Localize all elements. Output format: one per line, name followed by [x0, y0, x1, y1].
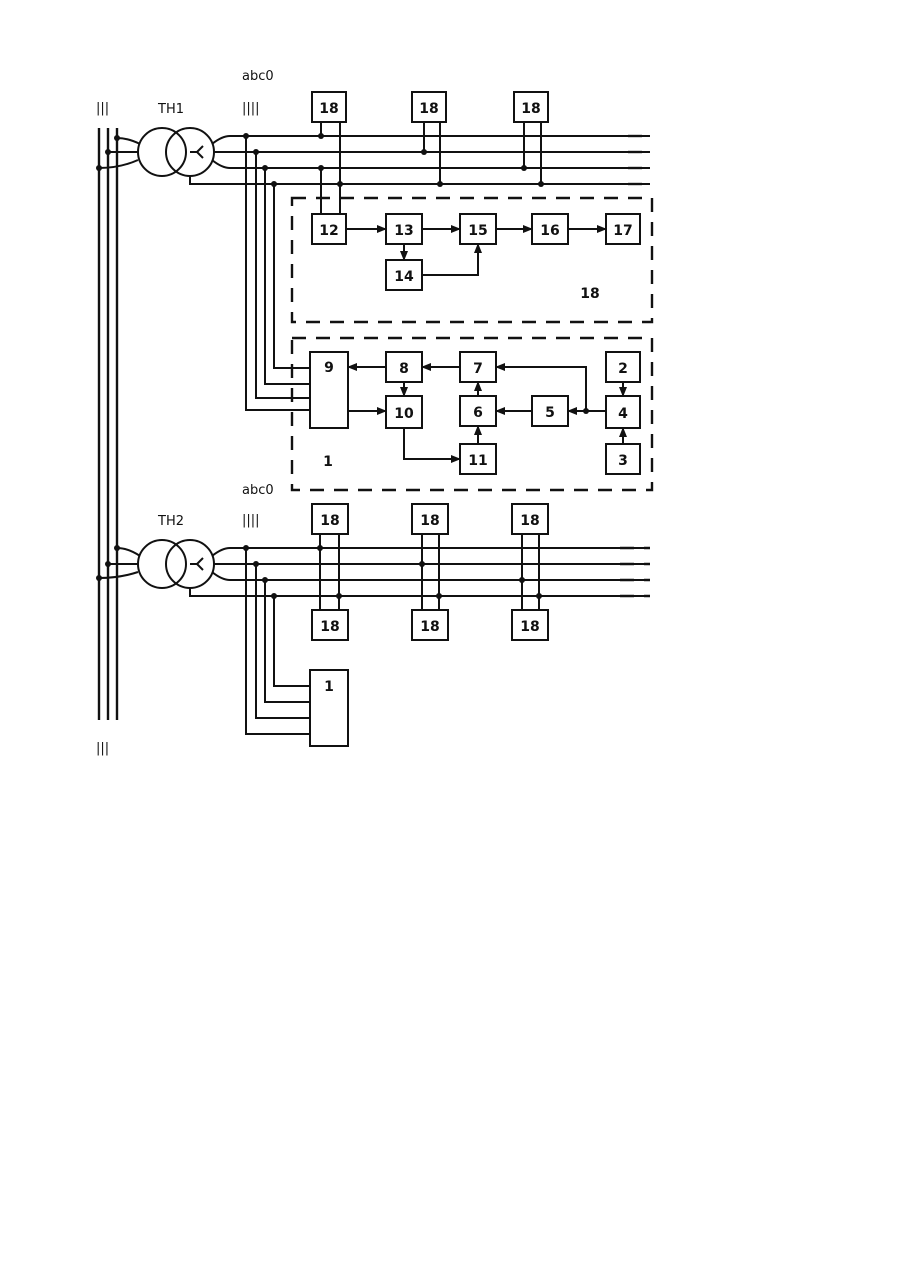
th1-secondary-wires [190, 136, 650, 184]
lower-feeder-blocks: 18 18 18 18 18 18 [312, 504, 548, 640]
block-18-lower-bot-1-label: 18 [320, 619, 339, 635]
lower-bus-taps [243, 545, 310, 734]
main-busbars [99, 128, 117, 720]
block-2-label: 2 [618, 361, 628, 377]
block-18-lower-top-2-label: 18 [420, 513, 439, 529]
block-8-label: 8 [399, 361, 409, 377]
block-18-lower-top-1-label: 18 [320, 513, 339, 529]
group-18-blocks: 12 13 14 15 16 17 [312, 214, 640, 290]
block-1-lower-label: 1 [324, 679, 334, 695]
block-18-lower-bot-3-label: 18 [520, 619, 539, 635]
block-5-label: 5 [545, 405, 555, 421]
block-12-label: 12 [319, 223, 338, 239]
block-10-label: 10 [394, 406, 414, 422]
bus-mark-1: |||| [242, 101, 260, 116]
top-feeder-blocks: 18 18 18 [312, 92, 548, 187]
group-1-label: 1 [323, 454, 333, 470]
block-13-label: 13 [394, 223, 413, 239]
bus-mark-2: |||| [242, 513, 260, 528]
transformer-th2-label: TH2 [157, 514, 184, 529]
busbar-mark-bottom: ||| [96, 741, 109, 756]
block-3-label: 3 [618, 453, 628, 469]
block-17-label: 17 [613, 223, 632, 239]
block-6-label: 6 [473, 405, 483, 421]
block-18-top-2-label: 18 [419, 101, 438, 117]
transformer-th2 [138, 540, 214, 588]
bus-abc0-label-1: abc0 [242, 69, 274, 84]
block-11-label: 11 [468, 453, 487, 469]
group-18-label: 18 [580, 286, 599, 302]
upper-bus-taps [243, 133, 310, 410]
th2-secondary-wires [190, 548, 650, 596]
transformer-th1-label: TH1 [157, 102, 184, 117]
block-18-lower-top-3-label: 18 [520, 513, 539, 529]
block-9-label: 9 [324, 360, 334, 376]
block-7-label: 7 [473, 361, 483, 377]
block-15-label: 15 [468, 223, 487, 239]
block-18-top-3-label: 18 [521, 101, 540, 117]
bus-continuation-top [628, 136, 652, 184]
bus-abc0-label-2: abc0 [242, 483, 274, 498]
busbar-mark-top: ||| [96, 101, 109, 116]
block-18-lower-bot-2-label: 18 [420, 619, 439, 635]
block-18-top-1-label: 18 [319, 101, 338, 117]
th1-primary-wires [96, 135, 140, 171]
block-4-label: 4 [618, 406, 628, 422]
block-16-label: 16 [540, 223, 559, 239]
transformer-th1 [138, 128, 214, 176]
block-14-label: 14 [394, 269, 414, 285]
group-1-blocks: 9 8 7 2 10 6 5 4 11 3 [310, 352, 640, 474]
bus-continuation-bottom [620, 548, 650, 596]
